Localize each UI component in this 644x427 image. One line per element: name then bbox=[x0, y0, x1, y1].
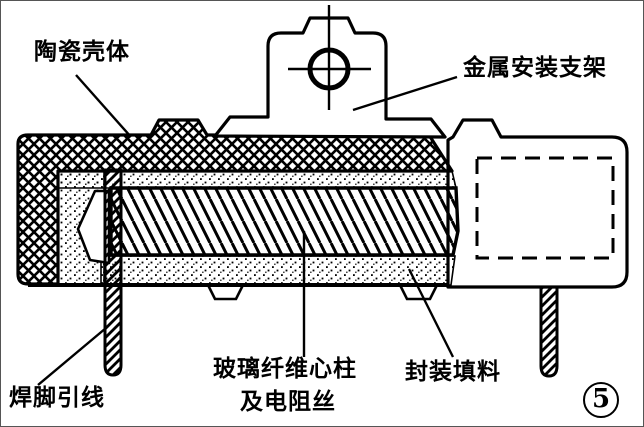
label-core-line1: 玻璃纤维心柱 bbox=[213, 356, 357, 382]
dashed-hidden-outline bbox=[475, 156, 615, 260]
bottom-notch-right bbox=[398, 284, 439, 301]
label-ceramic-shell: 陶瓷壳体 bbox=[34, 39, 130, 65]
resistor-core-section bbox=[109, 186, 460, 257]
leader-metal-bracket bbox=[352, 75, 458, 112]
right-end-block bbox=[446, 118, 629, 289]
right-lead-wire bbox=[539, 285, 559, 378]
leader-solder-lead bbox=[37, 327, 107, 386]
bottom-filler-band bbox=[100, 255, 456, 286]
figure-number-badge: 5 bbox=[583, 382, 619, 418]
bottom-notch-left bbox=[206, 284, 245, 301]
left-lead-wire bbox=[103, 168, 123, 377]
leader-ceramic-shell bbox=[75, 74, 132, 138]
figure-number: 5 bbox=[591, 384, 611, 414]
leader-lines bbox=[37, 74, 458, 386]
label-filler: 封装填料 bbox=[405, 359, 501, 385]
leader-filler bbox=[407, 268, 455, 358]
label-metal-bracket: 金属安装支架 bbox=[463, 55, 607, 81]
mounting-bracket bbox=[213, 5, 447, 139]
bracket-mounting-hole bbox=[307, 47, 351, 91]
label-core-line2: 及电阻丝 bbox=[240, 389, 336, 415]
right-end-block-outline bbox=[446, 118, 629, 289]
label-solder-lead: 焊脚引线 bbox=[9, 385, 105, 411]
